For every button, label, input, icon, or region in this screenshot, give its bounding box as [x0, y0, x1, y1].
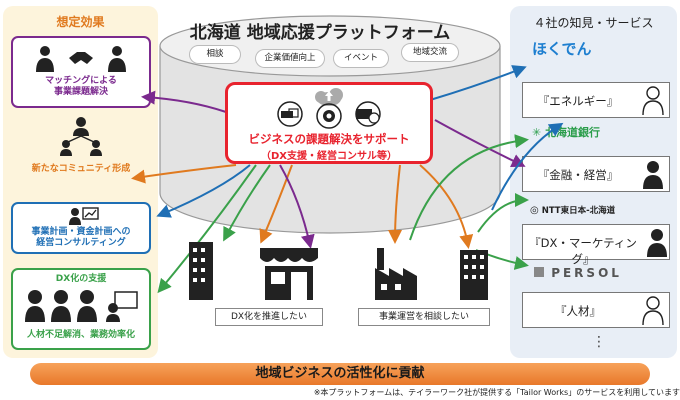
person-icon	[647, 229, 667, 257]
platform-title: 北海道 地域応援プラットフォーム	[189, 23, 451, 43]
partner-finance-label: 『金融・経営』	[537, 168, 619, 182]
hokuden-logo: ほくでん	[532, 40, 592, 58]
matching-people-icon	[36, 46, 126, 72]
person-icon	[642, 86, 664, 115]
service-icons	[277, 88, 381, 129]
partner-hr: 『人材』	[522, 292, 670, 328]
need-dx: DX化を推進したい	[215, 308, 323, 326]
shop-icon	[260, 248, 318, 300]
partners-panel: ４社の知見・サービス ほくでん 『エネルギー』 ✳ 北海道銀行 『金融・経営』 …	[510, 6, 677, 358]
solution-box: ビジネスの課題解決をサポート （DX支援・経営コンサル等）	[225, 82, 433, 164]
solution-main-text: ビジネスの課題解決をサポート	[248, 132, 410, 146]
partner-hr-label: 『人材』	[555, 304, 601, 318]
tag-community: 地域交流	[402, 44, 458, 61]
effect-consulting-label: 事業計画・資金計画への 経営コンサルティング	[31, 227, 131, 248]
footnote: ※本プラットフォームは、テイラーワーク社が提供する「Tailor Works」の…	[313, 388, 680, 397]
effect-dx-support: DX化の支援 人材不足解消、業務効率化	[11, 268, 151, 350]
building-icon	[189, 242, 213, 300]
effect-community-label: 新たなコミュニティ形成	[31, 164, 131, 174]
effect-community: 新たなコミュニティ形成	[11, 114, 151, 194]
need-consult: 事業運営を相談したい	[358, 308, 490, 326]
tag-consult: 相談	[190, 46, 240, 63]
partners-title: ４社の知見・サービス	[533, 16, 654, 30]
partner-energy-label: 『エネルギー』	[537, 94, 619, 108]
factory-icon	[375, 248, 417, 300]
persol-logo: PERSOL	[534, 266, 622, 280]
community-network-icon	[60, 117, 102, 156]
partner-dx: 『DX・マーケティング』	[522, 224, 670, 266]
solution-sub-text: （DX支援・経営コンサル等）	[260, 151, 397, 162]
more-partners-ellipsis: ⋮	[592, 334, 606, 350]
ntt-logo: ◎ NTT東日本-北海道	[530, 205, 616, 216]
contribution-banner: 地域ビジネスの活性化に貢献	[30, 363, 650, 385]
effect-matching-label: マッチングによる 事業課題解決	[45, 76, 117, 97]
person-icon	[643, 161, 663, 189]
dx-support-header: DX化の支援	[55, 274, 107, 284]
partner-dx-label: 『DX・マーケティング』	[529, 236, 637, 266]
partner-energy: 『エネルギー』	[522, 82, 670, 118]
person-icon	[642, 296, 664, 325]
effect-dx-label: 人材不足解消、業務効率化	[26, 330, 135, 340]
effects-title: 想定効果	[56, 15, 105, 29]
partner-finance: 『金融・経営』	[522, 156, 670, 192]
effect-matching: マッチングによる 事業課題解決	[11, 36, 151, 108]
business-buildings	[189, 242, 488, 300]
tag-value: 企業価値向上	[256, 50, 324, 67]
tag-event: イベント	[334, 50, 388, 67]
consulting-chart-icon	[69, 207, 99, 225]
office-building-icon	[460, 250, 488, 300]
team-icon	[25, 290, 138, 322]
effect-consulting: 事業計画・資金計画への 経営コンサルティング	[11, 202, 151, 254]
